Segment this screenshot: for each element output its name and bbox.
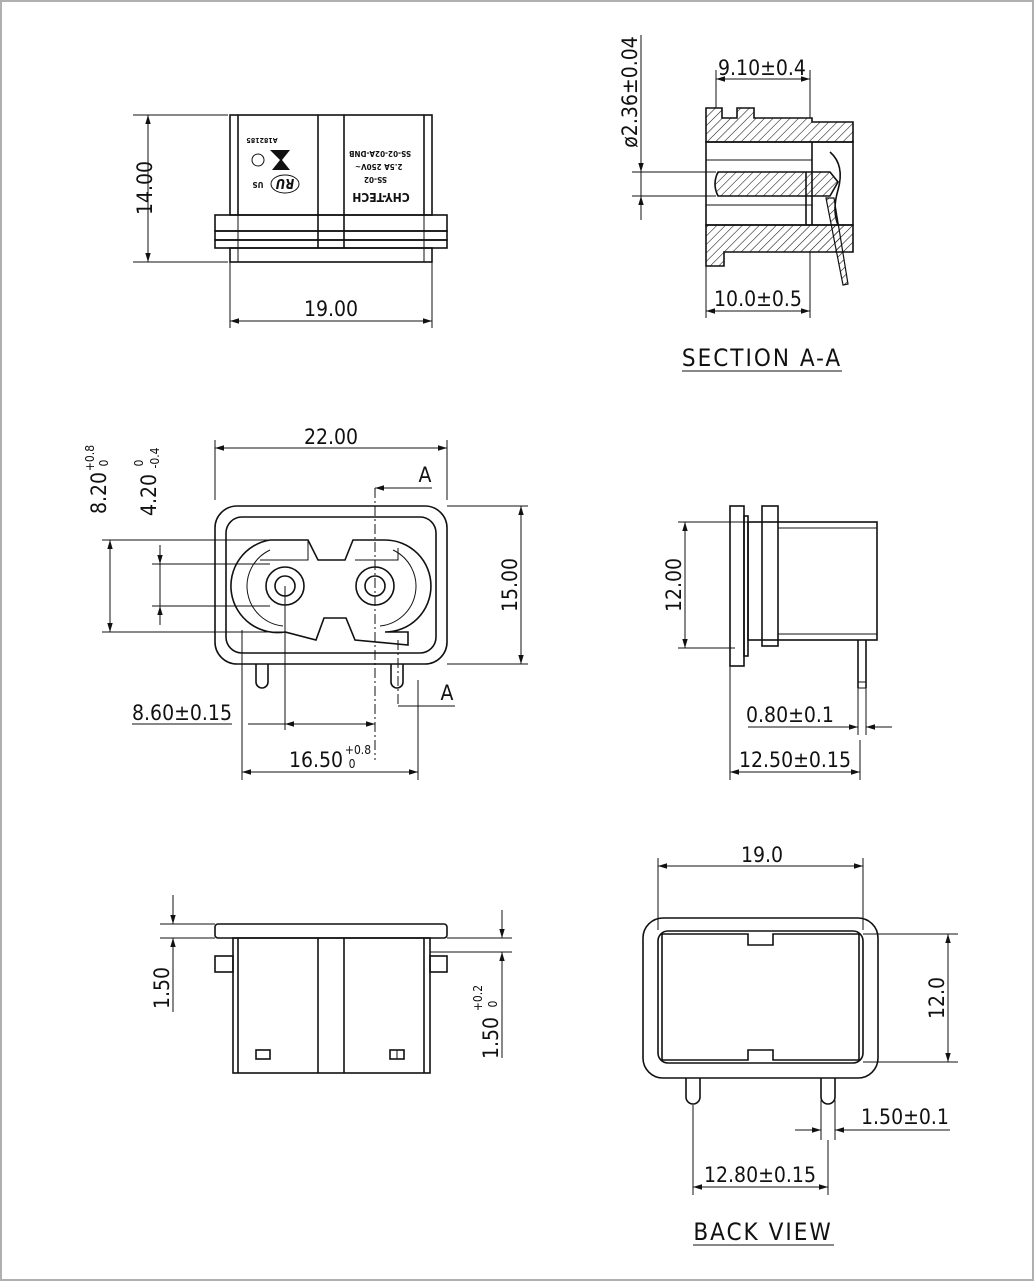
bottom-gap-dim: 1.50 — [479, 1017, 503, 1059]
front-width-dim: 22.00 — [304, 425, 358, 449]
section-title: SECTION A-A — [682, 344, 842, 372]
back-pin-dim: 1.50±0.1 — [861, 1105, 949, 1129]
dim-1650-tol-dn: 0 — [349, 757, 356, 771]
bottom-flange-dim: 1.50 — [150, 967, 174, 1009]
section-view: ø2.36±0.04 9.10±0.4 10.0±0.5 SECTION A-A — [618, 35, 854, 372]
bottom-view: 1.50 1.50 +0.2 0 — [150, 895, 512, 1074]
side-view: 12.00 0.80±0.1 12.50±0.15 — [662, 505, 892, 780]
label-brand: CHY-TECH — [352, 190, 409, 204]
back-view: 19.0 12.0 1.50±0.1 12.80±0.15 BACK VIEW — [642, 843, 958, 1246]
side-height-dim: 12.00 — [662, 558, 686, 612]
back-view-title: BACK VIEW — [693, 1218, 832, 1246]
dim-820-tol-dn: 0 — [97, 459, 111, 466]
dim-1650-tol-up: +0.8 — [345, 743, 371, 757]
dim-860: 8.60±0.15 — [132, 701, 232, 725]
top-width-dim: 19.00 — [304, 297, 358, 321]
dim-820-tol-up: +0.8 — [83, 445, 97, 471]
side-pin-dim: 0.80±0.1 — [746, 703, 834, 727]
dim-420-tol-dn: -0.4 — [148, 447, 162, 468]
section-mark-top: A — [419, 463, 432, 487]
cert-mark: A182185 — [246, 136, 290, 170]
back-pitch-dim: 12.80±0.15 — [704, 1163, 816, 1187]
label-part: SS-02-02A-DNB — [349, 149, 411, 158]
section-dia-dim: ø2.36±0.04 — [618, 36, 642, 148]
section-depth-dim: 9.10±0.4 — [718, 56, 806, 80]
dim-820: 8.20 — [87, 472, 111, 514]
bottom-gap-tol-up: +0.2 — [471, 985, 485, 1011]
label-model: SS-02 — [364, 175, 387, 184]
label-cert: A182185 — [246, 136, 277, 144]
section-mark-bottom: A — [441, 681, 454, 705]
dim-420: 4.20 — [137, 474, 161, 516]
top-height-dim: 14.00 — [133, 161, 157, 215]
back-height-dim: 12.0 — [925, 977, 949, 1019]
bottom-gap-tol-dn: 0 — [486, 1000, 500, 1007]
ul-logo: RU US — [252, 174, 300, 194]
dim-420-tol-up: 0 — [132, 459, 146, 466]
dim-1650: 16.50 — [289, 748, 343, 772]
front-view: A A 22.00 15.00 8.20 +0.8 0 4.20 0 -0.4 — [83, 425, 528, 780]
label-ul: US — [252, 180, 263, 189]
section-length-dim: 10.0±0.5 — [714, 287, 802, 311]
front-height-dim: 15.00 — [498, 558, 522, 612]
back-width-dim: 19.0 — [741, 843, 783, 867]
svg-text:RU: RU — [275, 175, 294, 190]
top-view: CHY-TECH SS-02 2.5A 250V~ SS-02-02A-DNB … — [133, 114, 448, 328]
label-rating: 2.5A 250V~ — [355, 162, 402, 171]
side-depth-dim: 12.50±0.15 — [739, 748, 851, 772]
